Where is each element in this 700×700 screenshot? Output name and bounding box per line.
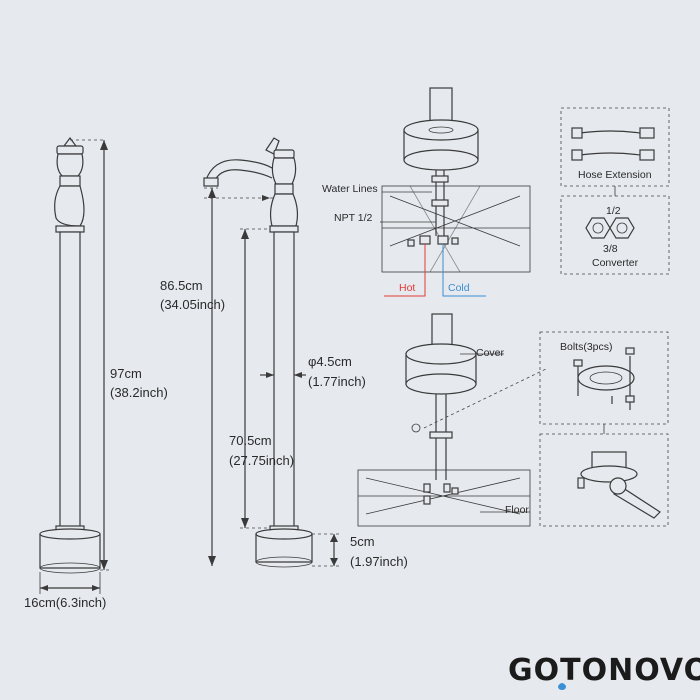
cover-label: Cover: [476, 347, 505, 359]
converter-label: Converter: [592, 257, 639, 269]
side-view-faucet: [203, 137, 313, 568]
water-drop-icon: [558, 683, 566, 690]
base-height-inch: (1.97inch): [350, 554, 408, 569]
wrench-panel: [539, 433, 669, 527]
pipe-height-inch: (27.75inch): [229, 453, 294, 468]
base-height-dimension: [312, 533, 340, 567]
pipe-diameter-dimension: [260, 372, 306, 378]
floor-mount-detail: [357, 313, 531, 527]
total-height-dimension: [70, 139, 110, 571]
water-line-install-detail: [381, 87, 531, 273]
cold-label: Cold: [448, 282, 470, 294]
bolts-label: Bolts(3pcs): [560, 341, 613, 353]
brand-name: GOTONOVO: [508, 653, 700, 688]
spout-height-inch: (34.05inch): [160, 297, 225, 312]
hose-extension-label: Hose Extension: [578, 169, 652, 181]
pipe-diameter-inch: (1.77inch): [308, 374, 366, 389]
water-lines-label: Water Lines: [322, 183, 378, 195]
pipe-diameter-cm: φ4.5cm: [308, 354, 352, 369]
pipe-height-dimension: [240, 228, 270, 529]
hot-label: Hot: [399, 282, 415, 294]
pipe-height-cm: 70.5cm: [229, 433, 272, 448]
spout-height-cm: 86.5cm: [160, 278, 203, 293]
brand-logo: GOTONOVO: [508, 653, 700, 690]
hose-extension-panel: [560, 107, 670, 187]
hot-leader-line: [384, 244, 426, 297]
front-view-faucet: [39, 137, 101, 574]
converter-top-label: 1/2: [606, 205, 621, 217]
npt-label: NPT 1/2: [334, 212, 372, 224]
base-width-label: 16cm(6.3inch): [24, 595, 106, 610]
floor-label: Floor: [505, 504, 529, 516]
base-height-cm: 5cm: [350, 534, 375, 549]
base-width-dimension: [39, 572, 101, 594]
converter-panel: [560, 195, 670, 275]
total-height-cm: 97cm: [110, 366, 142, 381]
converter-bottom-label: 3/8: [603, 243, 618, 255]
spout-height-dimension: [204, 187, 274, 566]
total-height-inch: (38.2inch): [110, 385, 168, 400]
cold-leader-line: [442, 244, 486, 297]
